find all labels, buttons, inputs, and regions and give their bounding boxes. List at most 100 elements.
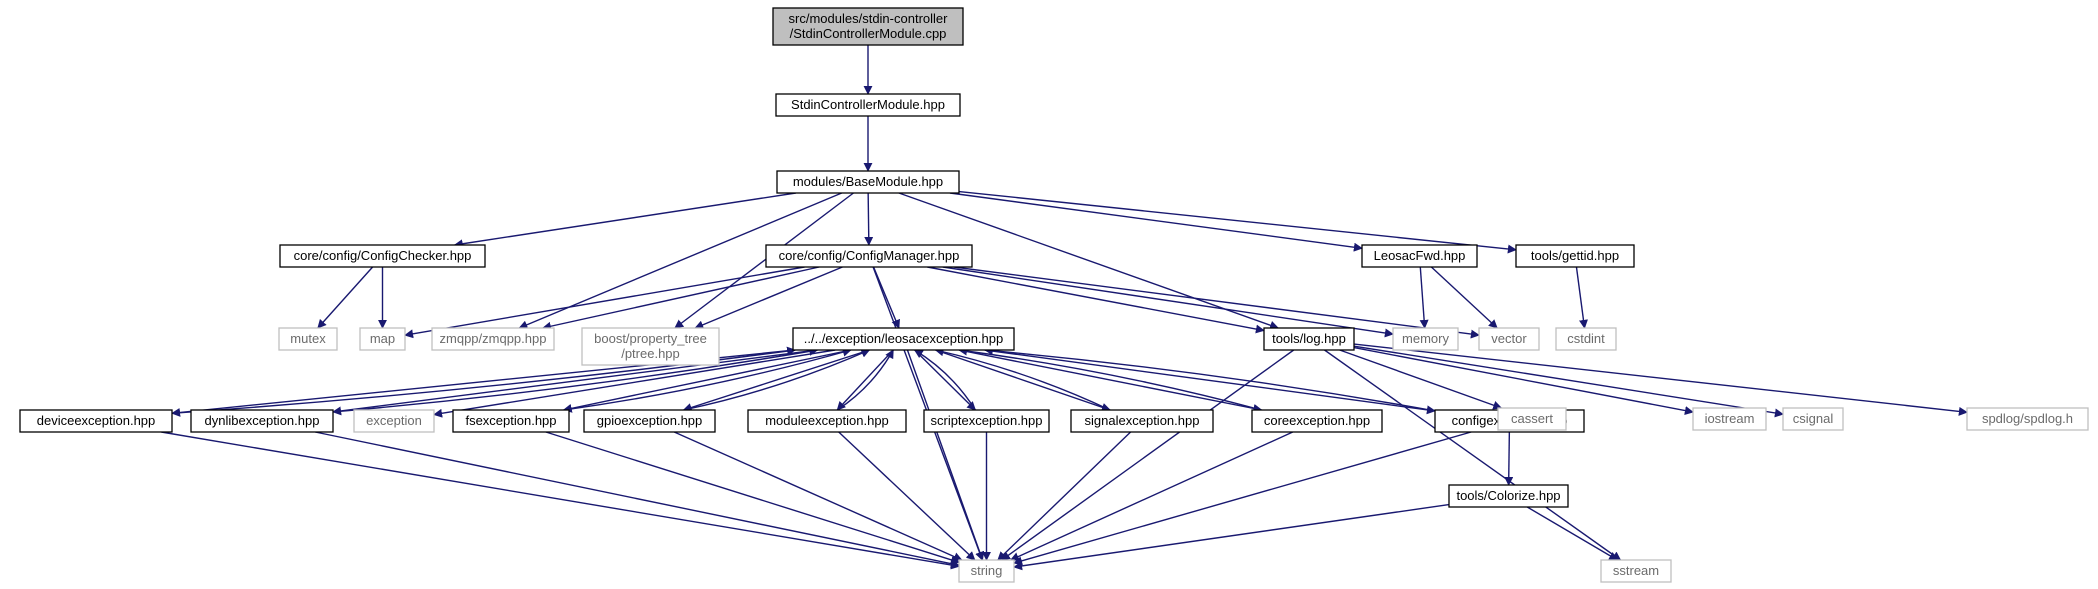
node-box (772, 7, 964, 46)
edge-line (983, 346, 1436, 412)
edge-leosacex-to-dynex (332, 349, 818, 416)
node-checker[interactable]: core/config/ConfigChecker.hpp (279, 244, 486, 268)
node-fwd[interactable]: LeosacFwd.hpp (1361, 244, 1478, 268)
node-box (359, 327, 406, 351)
edge-line (161, 431, 960, 570)
node-box (1555, 327, 1617, 351)
edge-line (1339, 349, 1503, 410)
node-label: fsexception.hpp (465, 413, 556, 428)
node-box (1782, 407, 1844, 431)
node-manager[interactable]: core/config/ConfigManager.hpp (765, 244, 973, 268)
edge-line (1324, 349, 1622, 561)
node-csignal: csignal (1782, 407, 1844, 431)
edge-line (563, 347, 852, 411)
node-coreex[interactable]: coreexception.hpp (1251, 409, 1383, 433)
edge-line (838, 431, 976, 561)
edge-line (1353, 343, 1968, 416)
node-devex[interactable]: deviceexception.hpp (19, 409, 173, 433)
edge-base-to-zmqpp (518, 192, 842, 330)
node-box (1692, 407, 1767, 431)
edge-fsex-to-string (545, 431, 960, 565)
node-label: spdlog/spdlog.h (1982, 411, 2073, 426)
node-box (1251, 409, 1383, 433)
node-label: ../../exception/leosacexception.hpp (804, 331, 1003, 346)
edge-leosacex-to-sigex (935, 349, 1111, 412)
node-string: string (958, 559, 1015, 583)
edge-gpioex-to-string (673, 431, 963, 561)
edge-line (682, 349, 870, 412)
node-log[interactable]: tools/log.hpp (1263, 327, 1355, 351)
node-scm[interactable]: StdinControllerModule.hpp (775, 93, 961, 117)
node-box (1263, 327, 1355, 351)
edge-line (317, 266, 374, 329)
node-fsex[interactable]: fsexception.hpp (452, 409, 570, 433)
edge-line (1430, 266, 1498, 329)
node-iostream: iostream (1692, 407, 1767, 431)
edge-leosacex-to-modex (836, 349, 894, 411)
node-leosacex[interactable]: ../../exception/leosacexception.hpp (792, 327, 1015, 351)
node-colorize[interactable]: tools/Colorize.hpp (1448, 484, 1569, 508)
edge-leosacex-to-string (906, 349, 985, 561)
node-label: cassert (1511, 411, 1553, 426)
edge-line (1001, 349, 1295, 561)
node-base[interactable]: modules/BaseModule.hpp (776, 170, 960, 194)
edge-dynex-to-leosacex (332, 346, 819, 413)
edge-configex-to-colorize (1504, 431, 1514, 486)
edge-line (332, 346, 819, 413)
edge-leosacex-to-fsex (562, 349, 851, 413)
node-label: src/modules/stdin-controller (789, 11, 949, 26)
edge-scriptex-to-leosacex (913, 349, 976, 411)
node-root[interactable]: src/modules/stdin-controller/StdinContro… (772, 7, 964, 46)
node-label: deviceexception.hpp (37, 413, 156, 428)
node-label: map (370, 331, 395, 346)
node-box (583, 409, 716, 433)
edge-line (404, 266, 805, 339)
node-sigex[interactable]: signalexception.hpp (1070, 409, 1214, 433)
edge-manager-to-log (927, 266, 1265, 334)
edge-modex-to-string (838, 431, 976, 561)
node-zmqpp: zmqpp/zmqpp.hpp (431, 327, 555, 351)
edge-base-to-manager (864, 192, 874, 246)
edge-configex-to-string (1013, 431, 1472, 566)
edge-configex-to-leosacex (983, 346, 1436, 412)
node-label: sstream (1613, 563, 1659, 578)
edge-manager-to-zmqpp (541, 266, 820, 331)
edge-fwd-to-memory (1419, 266, 1429, 329)
node-label: gpioexception.hpp (597, 413, 703, 428)
node-modex[interactable]: moduleexception.hpp (747, 409, 907, 433)
node-box (1361, 244, 1478, 268)
node-label: csignal (1793, 411, 1834, 426)
edge-line (1504, 431, 1514, 486)
node-scriptex[interactable]: scriptexception.hpp (923, 409, 1050, 433)
edge-line (906, 349, 985, 561)
edge-line (1575, 266, 1588, 329)
edge-line (913, 349, 976, 411)
edge-line (1013, 431, 1472, 566)
node-gettid[interactable]: tools/gettid.hpp (1515, 244, 1635, 268)
node-box (1497, 407, 1567, 431)
node-label: tools/Colorize.hpp (1456, 488, 1560, 503)
node-dynex[interactable]: dynlibexception.hpp (190, 409, 334, 433)
node-label: coreexception.hpp (1264, 413, 1370, 428)
edge-base-to-ptree (674, 192, 854, 329)
node-label: mutex (290, 331, 326, 346)
node-gpioex[interactable]: gpioexception.hpp (583, 409, 716, 433)
node-box (1515, 244, 1635, 268)
node-label: /ptree.hpp (621, 346, 680, 361)
node-label: signalexception.hpp (1085, 413, 1200, 428)
node-label: string (971, 563, 1003, 578)
edge-gpioex-to-leosacex (683, 349, 871, 411)
edge-manager-to-memory (942, 266, 1394, 338)
node-mutex: mutex (278, 327, 338, 351)
edge-dynex-to-string (314, 431, 960, 569)
edge-log-to-cassert (1339, 349, 1503, 410)
edge-devex-to-string (161, 431, 960, 570)
node-label: boost/property_tree (594, 331, 707, 346)
node-box (792, 327, 1015, 351)
edge-line (518, 192, 842, 330)
edge-gettid-to-cstdint (1575, 266, 1588, 329)
node-label: vector (1491, 331, 1527, 346)
node-label: dynlibexception.hpp (205, 413, 320, 428)
edge-line (541, 266, 820, 331)
